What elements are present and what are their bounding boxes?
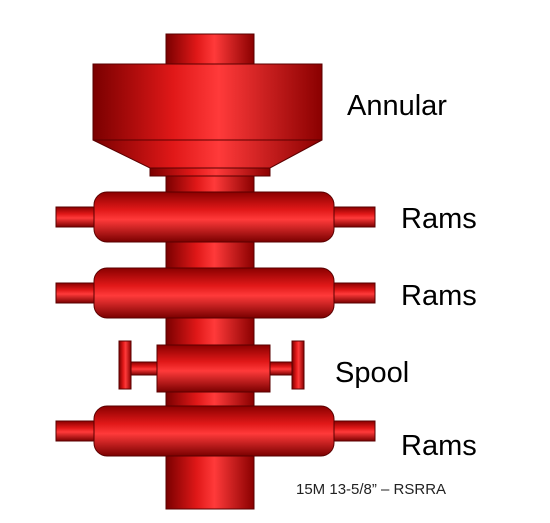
stack-configuration-caption: 15M 13-5/8” – RSRRA	[296, 481, 447, 498]
ram-preventer-upper	[55, 191, 376, 243]
rams-label-upper: Rams	[401, 203, 477, 235]
drilling-spool	[118, 340, 305, 393]
ram-preventer-lower	[55, 405, 376, 457]
spool-label: Spool	[335, 357, 410, 389]
rams-label-middle: Rams	[401, 280, 477, 312]
annular-preventer	[92, 63, 323, 177]
annular-label: Annular	[347, 90, 447, 122]
rams-label-lower: Rams	[401, 430, 477, 462]
ram-preventer-middle	[55, 267, 376, 319]
